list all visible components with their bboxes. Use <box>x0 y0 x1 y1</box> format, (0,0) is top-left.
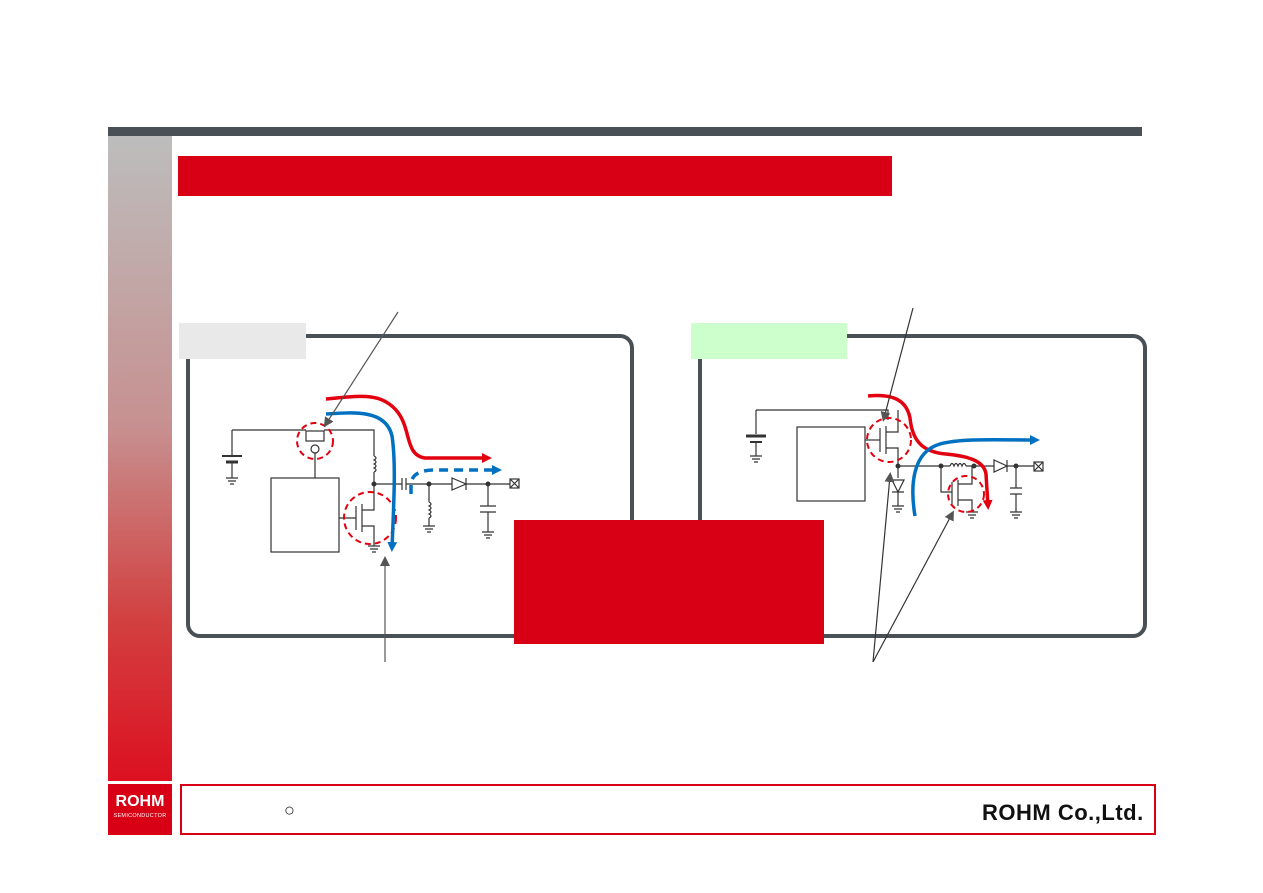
top-divider-bar <box>108 127 1142 136</box>
side-gradient-strip <box>108 136 172 781</box>
right-panel-label <box>691 323 847 359</box>
company-name: ROHM Co.,Ltd. <box>982 800 1144 825</box>
copyright-symbol: ○ <box>284 800 295 820</box>
left-panel-label <box>179 323 306 359</box>
slide-subtitle <box>190 232 1090 256</box>
callout-box <box>514 520 824 644</box>
logo-subtitle: SEMICONDUCTOR <box>113 813 167 819</box>
footer-frame <box>180 784 1156 835</box>
slide-title <box>178 156 892 196</box>
rohm-logo: ROHM SEMICONDUCTOR <box>108 784 172 835</box>
logo-brand: ROHM <box>115 793 165 810</box>
